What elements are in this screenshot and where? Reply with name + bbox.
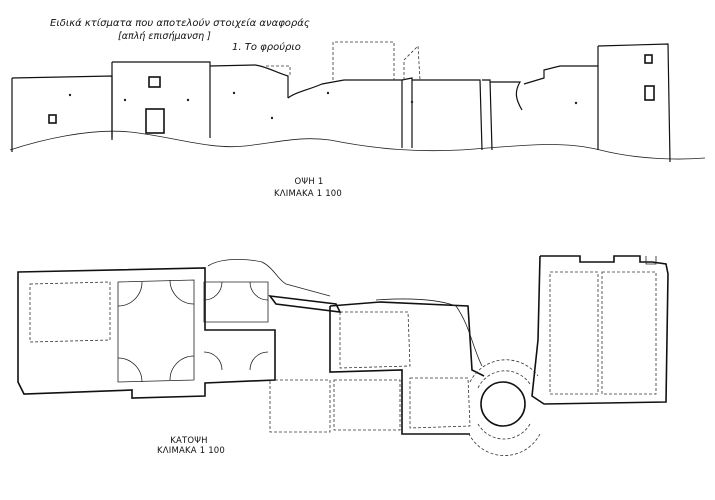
vault-arcs-a	[117, 279, 195, 383]
fortress-elevation	[9, 41, 706, 163]
wall-segment-1	[11, 75, 113, 152]
plan-room-vault-b	[203, 281, 269, 323]
plan-room-west	[29, 281, 111, 343]
wall-segment-3	[344, 79, 403, 148]
sheet-subheading: [απλή επισήμανση ]	[118, 31, 211, 42]
wall-segment-7	[490, 81, 523, 111]
plan-wall-west	[17, 267, 276, 399]
tower-east	[597, 43, 671, 163]
wall-segment-5	[412, 79, 483, 151]
loopholes	[68, 91, 578, 120]
plan-room-lower-mid	[333, 379, 401, 431]
plan-room-east-a	[549, 271, 599, 395]
plan-title: ΚΑΤΟΨΗ	[170, 436, 208, 446]
window-east-upper	[644, 54, 653, 64]
reconstruction-outline-3	[266, 65, 291, 76]
vault-arcs-b	[203, 281, 269, 371]
wall-segment-4	[401, 77, 413, 148]
elevation-title: ΟΨΗ 1	[294, 177, 324, 187]
plan-wall-middle	[329, 301, 485, 435]
wall-segment-6	[482, 79, 493, 151]
tower-central	[111, 61, 211, 138]
plan-room-lower-left	[269, 379, 331, 433]
round-tower	[480, 381, 526, 427]
sheet-heading: Ειδικά κτίσματα που αποτελούν στοιχεία α…	[50, 18, 310, 29]
plan-ridge	[375, 298, 483, 367]
reconstruction-outline-2	[403, 45, 421, 81]
wall-segment-2	[209, 64, 289, 98]
plan-room-middle	[339, 311, 411, 369]
elevation-scale: ΚΛΙΜΑΚΑ 1 100	[273, 189, 343, 199]
plan-room-vault-a	[117, 279, 195, 383]
plan-east-notch	[645, 256, 657, 265]
reconstruction-outline	[332, 41, 395, 80]
plan-room-east-b	[601, 271, 657, 395]
wall-segment-2-ruin	[287, 79, 345, 99]
wall-segment-8	[523, 65, 599, 150]
plan-room-lower-right	[409, 377, 471, 429]
window-tower	[148, 76, 161, 88]
rock-outcrop	[207, 258, 331, 297]
round-tower-ring-outer	[467, 359, 541, 456]
plan-wall-east	[531, 255, 669, 405]
item-title: 1. Το φρούριο	[232, 42, 301, 53]
plan-scale: ΚΛΙΜΑΚΑ 1 100	[156, 446, 226, 456]
door-tower	[145, 108, 165, 134]
fortress-plan	[17, 255, 669, 456]
window-west	[48, 114, 57, 124]
ground-line	[9, 130, 706, 160]
round-tower-ring	[477, 370, 531, 440]
window-east-lower	[644, 85, 655, 101]
